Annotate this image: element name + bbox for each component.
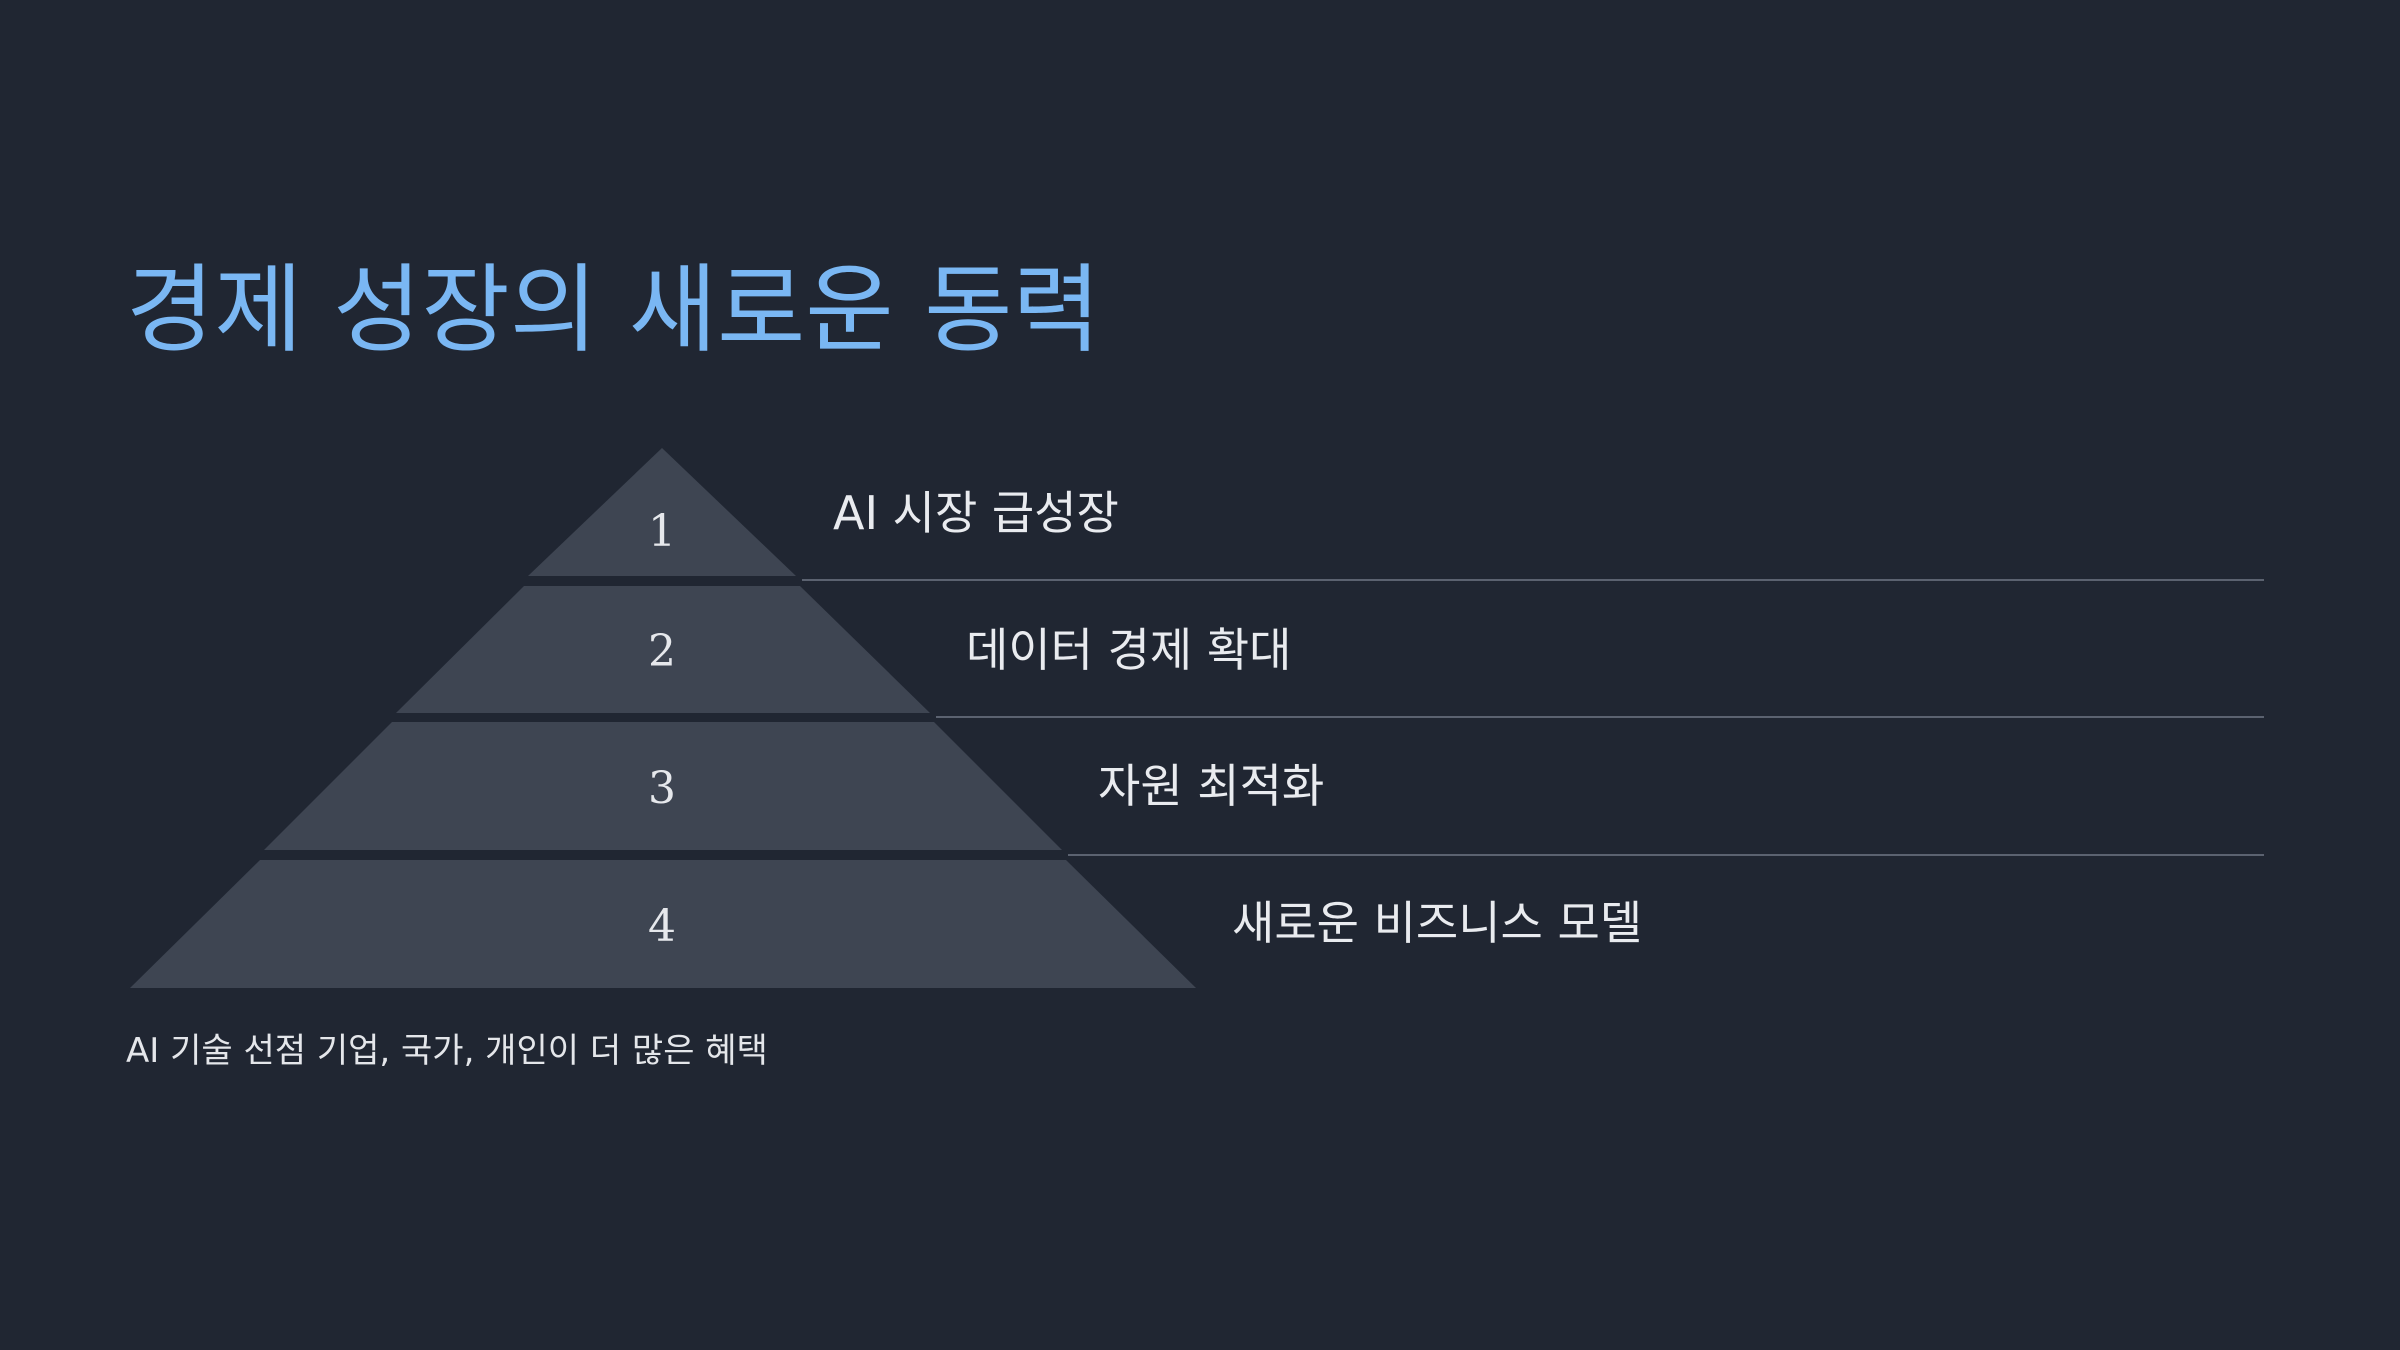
pyramid-tier-4 — [130, 860, 1196, 988]
tier-number-3: 3 — [648, 763, 676, 814]
tier-label-3: 자원 최적화 — [1098, 759, 1325, 813]
tier-number-1: 1 — [648, 506, 676, 557]
tier-number-4: 4 — [648, 901, 676, 952]
tier-label-4: 새로운 비즈니스 모델 — [1232, 896, 1643, 950]
tier-label-2: 데이터 경제 확대 — [966, 623, 1292, 677]
pyramid-tier-2 — [396, 586, 930, 713]
tier-number-2: 2 — [648, 626, 676, 677]
pyramid-tier-1 — [528, 448, 796, 576]
tier-label-1: AI 시장 급성장 — [833, 486, 1119, 540]
footer-note: AI 기술 선점 기업, 국가, 개인이 더 많은 혜택 — [126, 1031, 768, 1071]
slide-title: 경제 성장의 새로운 동력 — [126, 254, 1101, 366]
pyramid-tier-3 — [264, 722, 1062, 850]
